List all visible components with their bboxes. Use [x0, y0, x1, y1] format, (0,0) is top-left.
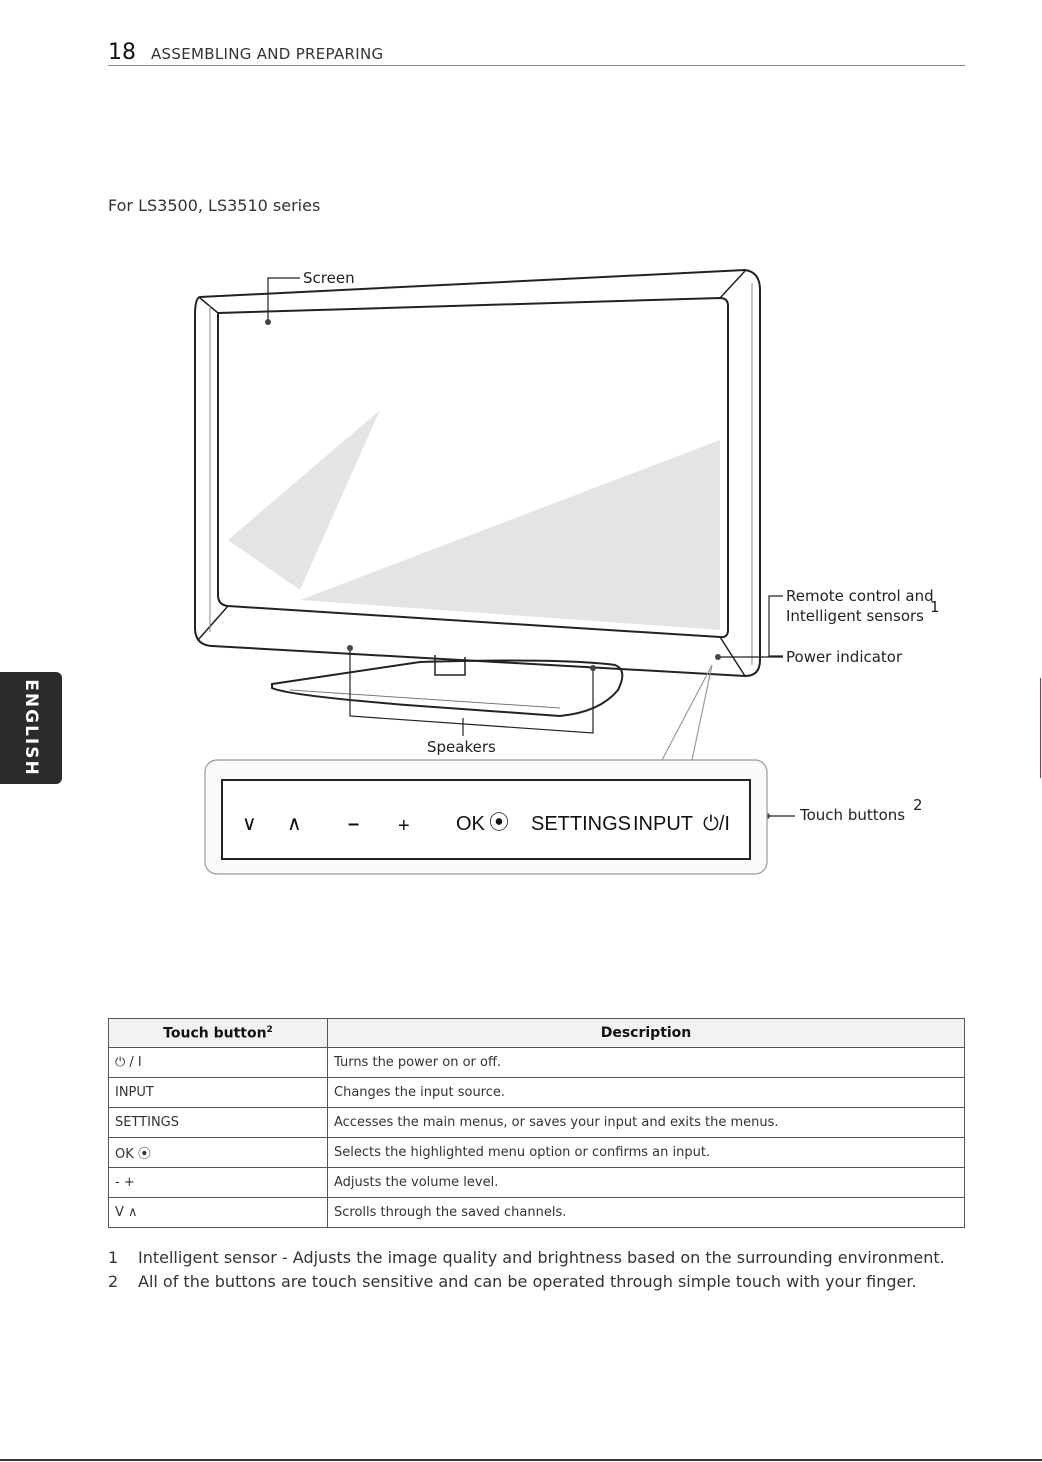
cell-description: Adjusts the volume level. — [327, 1167, 965, 1198]
cell-button: OK ⦿ — [108, 1137, 328, 1168]
series-label: For LS3500, LS3510 series — [108, 196, 321, 215]
touch-button-table: Touch button2 Description ⏻ / I Turns th… — [108, 1018, 965, 1228]
table-row: INPUT Changes the input source. — [108, 1077, 965, 1108]
panel-up-button: ∧ — [287, 813, 302, 835]
header-rule — [108, 65, 965, 66]
callout-speakers: Speakers — [427, 738, 496, 756]
section-title: ASSEMBLING AND PREPARING — [151, 45, 384, 63]
footer-rule — [0, 1459, 1042, 1461]
tv-illustration — [194, 268, 761, 718]
panel-plus-button: + — [398, 815, 410, 837]
header-description: Description — [327, 1018, 965, 1048]
header-touch-button: Touch button2 — [108, 1018, 328, 1048]
table-header-row: Touch button2 Description — [108, 1018, 965, 1048]
page-number: 18 — [108, 40, 136, 65]
panel-settings-button: SETTINGS — [531, 813, 631, 835]
callout-touch-buttons: Touch buttons — [799, 806, 905, 824]
table-row: OK ⦿ Selects the highlighted menu option… — [108, 1137, 965, 1168]
panel-minus-button: – — [348, 813, 359, 835]
table-row: - + Adjusts the volume level. — [108, 1167, 965, 1198]
callout-remote-line1: Remote control and — [786, 587, 934, 605]
cell-description: Scrolls through the saved channels. — [327, 1197, 965, 1228]
panel-ok-button: OK — [456, 813, 486, 835]
cell-button: INPUT — [108, 1077, 328, 1108]
table-row: V ∧ Scrolls through the saved channels. — [108, 1197, 965, 1228]
cell-description: Turns the power on or off. — [327, 1047, 965, 1078]
footnote-text: Intelligent sensor - Adjusts the image q… — [138, 1248, 945, 1267]
table-row: ⏻ / I Turns the power on or off. — [108, 1047, 965, 1078]
edge-marker — [1040, 678, 1041, 778]
callout-screen: Screen — [303, 269, 355, 287]
cell-button: SETTINGS — [108, 1107, 328, 1138]
header-touch-button-label: Touch button — [163, 1025, 267, 1042]
footnote-text: All of the buttons are touch sensitive a… — [138, 1272, 917, 1291]
callout-remote-footnote: 1 — [930, 598, 940, 616]
table-row: SETTINGS Accesses the main menus, or sav… — [108, 1107, 965, 1138]
cell-description: Changes the input source. — [327, 1077, 965, 1108]
tv-diagram: ∨ ∧ – + OK ⦿ SETTINGS INPUT ⏻/I Screen R… — [194, 268, 940, 875]
footnote-number: 2 — [108, 1272, 119, 1291]
cell-description: Selects the highlighted menu option or c… — [327, 1137, 965, 1168]
footnote-number: 1 — [108, 1248, 119, 1267]
language-tab: ENGLISH — [0, 672, 62, 784]
header-footnote-mark: 2 — [266, 1024, 273, 1035]
footnote-item: 1 Intelligent sensor - Adjusts the image… — [108, 1246, 978, 1270]
cell-button: V ∧ — [108, 1197, 328, 1228]
callout-touch-footnote: 2 — [913, 796, 923, 814]
cell-button: - + — [108, 1167, 328, 1198]
callout-remote-line2: Intelligent sensors — [786, 607, 924, 625]
panel-ok-icon: ⦿ — [489, 811, 509, 834]
panel-down-button: ∨ — [242, 813, 257, 835]
callout-leaders — [265, 277, 795, 819]
callout-power-indicator: Power indicator — [786, 648, 903, 666]
cell-button: ⏻ / I — [108, 1047, 328, 1078]
footnote-item: 2 All of the buttons are touch sensitive… — [108, 1270, 978, 1294]
touch-panel — [204, 759, 768, 875]
panel-input-button: INPUT — [633, 813, 693, 835]
footnotes: 1 Intelligent sensor - Adjusts the image… — [108, 1246, 978, 1294]
cell-description: Accesses the main menus, or saves your i… — [327, 1107, 965, 1138]
panel-power-button: ⏻/I — [703, 813, 730, 835]
